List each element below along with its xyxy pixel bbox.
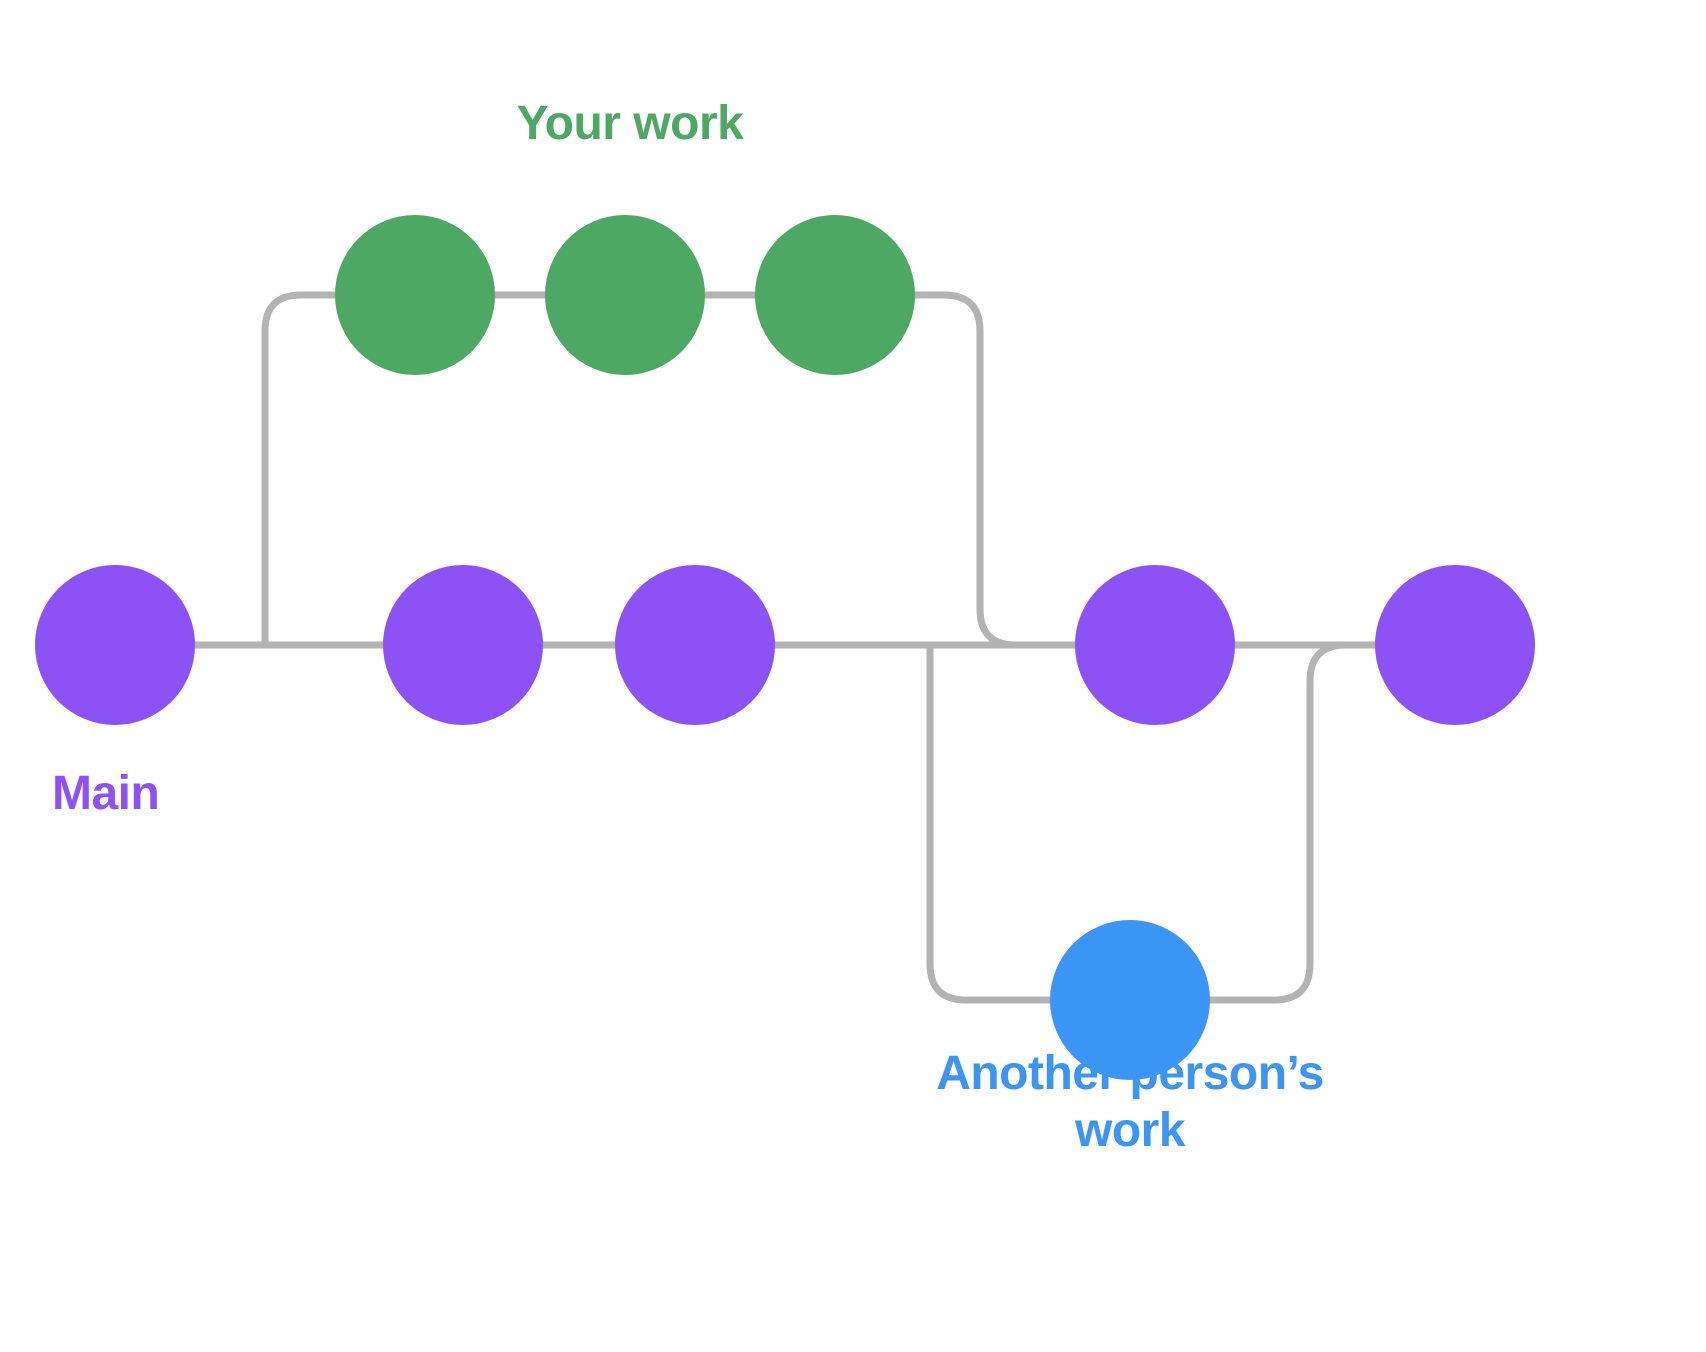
branch-label-another-person-work-line2: work xyxy=(1074,1103,1186,1157)
commit-node-green-2[interactable] xyxy=(545,215,705,375)
commit-node-main-3[interactable] xyxy=(615,565,775,725)
commit-node-main-2[interactable] xyxy=(383,565,543,725)
connector-merge-in-green xyxy=(911,291,1079,649)
branch-label-another-person-work-line1: Another person’s xyxy=(936,1047,1324,1100)
connector-merge-in-blue xyxy=(1206,641,1379,1004)
branch-label-main: Main xyxy=(52,766,452,823)
connector-layer xyxy=(191,291,1379,1004)
commit-node-main-1[interactable] xyxy=(35,565,195,725)
branch-label-your-work-text: Your work xyxy=(516,97,744,150)
branch-label-main-text: Main xyxy=(52,767,160,820)
commit-node-layer xyxy=(35,215,1535,1080)
commit-node-green-3[interactable] xyxy=(755,215,915,375)
connector-branch-out-green xyxy=(261,291,339,649)
commit-node-green-1[interactable] xyxy=(335,215,495,375)
commit-node-main-5[interactable] xyxy=(1375,565,1535,725)
branch-label-your-work: Your work xyxy=(380,96,880,153)
connector-branch-out-blue xyxy=(926,641,1054,1004)
commit-node-blue-1[interactable] xyxy=(1050,920,1210,1080)
commit-node-main-4[interactable] xyxy=(1075,565,1235,725)
